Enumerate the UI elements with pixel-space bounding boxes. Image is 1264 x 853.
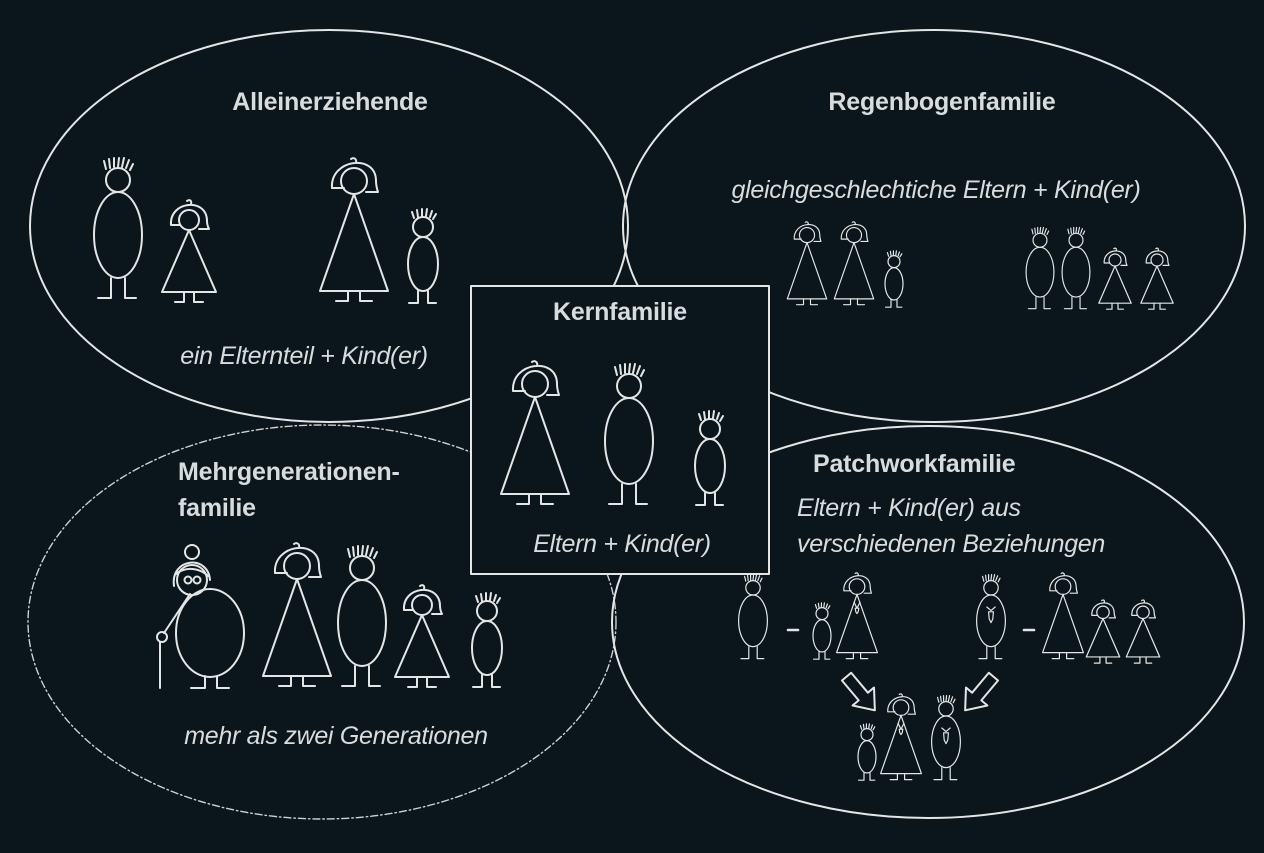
pendant-icon (897, 722, 905, 736)
grandmother-figure-icon (156, 544, 245, 689)
regenbogenfamilie-title: Regenbogenfamilie (828, 88, 1056, 116)
alleinerziehende-subtitle: ein Elternteil + Kind(er) (180, 342, 428, 370)
woman-figure-icon (879, 693, 923, 781)
girl-figure-icon (1085, 599, 1121, 664)
patchworkfamilie-subtitle-line1: Eltern + Kind(er) aus (797, 494, 1021, 522)
patchwork-figures (737, 572, 1161, 781)
arrow-down-right-icon (834, 666, 887, 721)
girl-figure-icon (1125, 599, 1161, 664)
boy-figure-icon (471, 592, 503, 688)
girl-figure-icon (1098, 247, 1132, 310)
alleinerziehende-ellipse (29, 29, 629, 423)
woman-figure-icon (833, 221, 875, 306)
woman-figure-icon (1041, 572, 1085, 660)
arrow-down-left-icon (953, 666, 1006, 721)
mehrgenerationen-figures (156, 542, 503, 689)
mehrgenerationen-ellipse (27, 424, 617, 820)
woman-figure-icon (319, 157, 389, 302)
patchworkfamilie-ellipse (611, 425, 1245, 819)
woman-figure-icon (786, 221, 828, 306)
girl-figure-icon (161, 199, 217, 303)
man-figure-icon (93, 157, 143, 299)
mehrgenerationen-title-line1: Mehrgenerationen- (178, 458, 400, 486)
patchworkfamilie-subtitle-line2: verschiedenen Beziehungen (797, 530, 1106, 558)
boy-figure-icon (857, 723, 877, 781)
man-figure-icon (337, 545, 387, 687)
kernfamilie-subtitle: Eltern + Kind(er) (533, 530, 711, 558)
boy-figure-icon (884, 250, 904, 308)
girl-figure-icon (394, 584, 450, 688)
regenbogen-figures (786, 221, 1174, 310)
boy-figure-icon (407, 208, 439, 304)
alleinerziehende-figures (93, 157, 439, 304)
alleinerziehende-title: Alleinerziehende (232, 88, 428, 116)
man-figure-icon (930, 694, 962, 781)
tie-icon (986, 606, 996, 624)
mehrgenerationen-title-line2: familie (178, 494, 256, 522)
boy-figure-icon (812, 602, 832, 660)
regenbogenfamilie-subtitle: gleichgeschlechtiche Eltern + Kind(er) (731, 176, 1141, 204)
pendant-icon (853, 601, 861, 615)
man-figure-icon (737, 573, 769, 660)
girl-figure-icon (1140, 247, 1174, 310)
man-figure-icon (1025, 226, 1055, 310)
tie-icon (941, 727, 951, 745)
man-figure-icon (1061, 226, 1091, 310)
regenbogenfamilie-ellipse (622, 29, 1246, 423)
patchworkfamilie-title: Patchworkfamilie (813, 450, 1016, 478)
mehrgenerationen-subtitle: mehr als zwei Generationen (184, 722, 488, 750)
woman-figure-icon (835, 572, 879, 660)
man-figure-icon (975, 573, 1007, 660)
woman-figure-icon (262, 542, 332, 687)
kernfamilie-title: Kernfamilie (553, 298, 687, 326)
group-borders (27, 29, 1246, 820)
